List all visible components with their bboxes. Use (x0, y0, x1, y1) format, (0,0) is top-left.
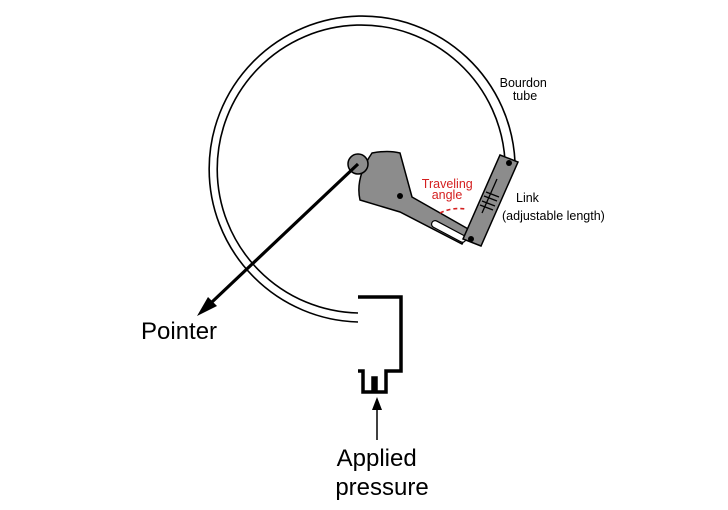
label-applied-pressure-line2: pressure (335, 474, 428, 501)
label-link-line1: Link (516, 191, 540, 205)
traveling-angle-arc (439, 207, 467, 214)
sector-pivot (397, 193, 403, 199)
label-traveling-line2: angle (432, 188, 463, 202)
applied-pressure-arrowhead (372, 397, 382, 410)
label-applied-pressure: Applied pressure (335, 445, 428, 501)
pointer-arrowhead (197, 297, 217, 316)
link-adjustment-screw (479, 178, 500, 214)
bourdon-tube-inner-wall (216, 24, 506, 314)
label-link-line2: (adjustable length) (502, 209, 605, 223)
pressure-socket (358, 295, 403, 394)
label-link: Link (adjustable length) (502, 191, 605, 223)
label-bourdon-line1: Bourdon (500, 76, 547, 90)
label-applied-pressure-line1: Applied (337, 445, 417, 472)
link-top-pivot (506, 160, 512, 166)
label-bourdon-line2: tube (513, 89, 537, 103)
label-bourdon-tube: Bourdon tube (500, 76, 551, 103)
link-bottom-pivot (468, 236, 474, 242)
label-traveling-angle: Traveling angle (422, 177, 476, 202)
pointer-arm (210, 162, 360, 304)
link-bar (461, 154, 520, 247)
label-traveling-line1: Traveling (422, 177, 473, 191)
bourdon-tube-outer-wall (208, 15, 516, 323)
label-pointer: Pointer (141, 318, 217, 345)
